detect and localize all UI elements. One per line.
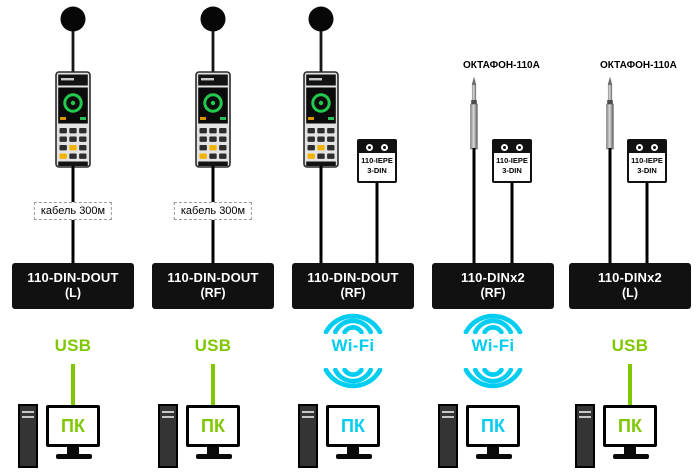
pc-label: ПК	[341, 416, 365, 436]
pc-monitor: ПК	[186, 405, 240, 447]
meter-cable-line	[319, 166, 323, 263]
din-box-title: 110-DINx2	[598, 270, 662, 285]
pc-label: ПК	[481, 416, 505, 436]
iepe-cable-line	[375, 182, 379, 263]
pc-monitor: ПК	[46, 405, 100, 447]
monitor-base	[196, 454, 232, 459]
dinx2-box: 110-DINx2 (L)	[569, 263, 691, 309]
sound-level-meter-icon	[51, 6, 95, 171]
pc-icon: ПК	[438, 402, 526, 474]
column-5: ОКТАФОН-110А 110-IEPE 3-DIN 110-DINx2 (L…	[562, 0, 698, 475]
pc-tower	[575, 404, 595, 468]
connector-icon	[636, 143, 644, 151]
usb-cable-line	[71, 364, 75, 406]
monitor-stand	[207, 447, 219, 454]
pc-icon: ПК	[298, 402, 386, 474]
monitor-base	[476, 454, 512, 459]
cable-length-label: кабель 300м	[33, 202, 113, 220]
iepe-label-line2: 3-DIN	[637, 165, 657, 175]
column-4: ОКТАФОН-110А 110-IEPE 3-DIN 110-DINx2 (R…	[425, 0, 561, 475]
monitor-stand	[487, 447, 499, 454]
iepe-cable-line	[510, 182, 514, 263]
iepe-connectors	[494, 141, 530, 153]
connector-icon	[650, 143, 658, 151]
wifi-signal-icon	[318, 306, 388, 334]
microphone-model-label: ОКТАФОН-110А	[600, 60, 677, 71]
pc-monitor: ПК	[466, 405, 520, 447]
monitor-base	[336, 454, 372, 459]
pc-label: ПК	[618, 416, 642, 436]
measurement-microphone-icon	[604, 76, 616, 150]
pc-tower	[158, 404, 178, 468]
din-box-variant: (RF)	[200, 286, 226, 300]
sound-level-meter-icon	[191, 6, 235, 171]
din-box-variant: (L)	[622, 286, 638, 300]
pc-label: ПК	[201, 416, 225, 436]
wifi-label: Wi-Fi	[471, 336, 515, 355]
pc-tower	[18, 404, 38, 468]
wifi-signal-icon	[458, 368, 528, 396]
microphone-model-label: ОКТАФОН-110А	[463, 60, 540, 71]
connector-icon	[501, 143, 509, 151]
iepe-label-line2: 3-DIN	[502, 165, 522, 175]
iepe-module: 110-IEPE 3-DIN	[357, 139, 397, 183]
wifi-signal-icon	[458, 306, 528, 334]
iepe-label: 110-IEPE 3-DIN	[359, 153, 395, 176]
wifi-signal-icon	[318, 368, 388, 396]
sound-level-meter-icon	[299, 6, 343, 171]
pc-label: ПК	[61, 416, 85, 436]
wifi-label: Wi-Fi	[331, 336, 375, 355]
iepe-label-line1: 110-IEPE	[631, 156, 663, 165]
iepe-module: 110-IEPE 3-DIN	[492, 139, 532, 183]
pc-icon: ПК	[158, 402, 246, 474]
pc-icon: ПК	[575, 402, 663, 474]
column-1: кабель 300м 110-DIN-DOUT (L) USB ПК	[5, 0, 141, 475]
iepe-label-line1: 110-IEPE	[496, 156, 528, 165]
measurement-microphone-icon	[468, 76, 480, 150]
connector-icon	[366, 143, 374, 151]
din-box-title: 110-DIN-DOUT	[27, 270, 119, 285]
din-dout-box: 110-DIN-DOUT (RF)	[152, 263, 274, 309]
dinx2-box: 110-DINx2 (RF)	[432, 263, 554, 309]
monitor-base	[56, 454, 92, 459]
monitor-stand	[347, 447, 359, 454]
column-2: кабель 300м 110-DIN-DOUT (RF) USB ПК	[145, 0, 281, 475]
iepe-label: 110-IEPE 3-DIN	[629, 153, 665, 176]
mic-cable-line	[608, 148, 612, 263]
usb-label: USB	[194, 336, 232, 355]
iepe-cable-line	[645, 182, 649, 263]
din-box-title: 110-DIN-DOUT	[167, 270, 259, 285]
iepe-label-line1: 110-IEPE	[361, 156, 393, 165]
iepe-label-line2: 3-DIN	[367, 165, 387, 175]
pc-monitor: ПК	[603, 405, 657, 447]
usb-cable-line	[211, 364, 215, 406]
iepe-connectors	[629, 141, 665, 153]
usb-cable-line	[628, 364, 632, 406]
din-dout-box: 110-DIN-DOUT (L)	[12, 263, 134, 309]
iepe-label: 110-IEPE 3-DIN	[494, 153, 530, 176]
din-box-variant: (RF)	[480, 286, 506, 300]
usb-label: USB	[54, 336, 92, 355]
iepe-module: 110-IEPE 3-DIN	[627, 139, 667, 183]
din-box-variant: (RF)	[340, 286, 366, 300]
usb-label: USB	[611, 336, 649, 355]
connector-icon	[380, 143, 388, 151]
monitor-stand	[624, 447, 636, 454]
pc-icon: ПК	[18, 402, 106, 474]
column-3: 110-IEPE 3-DIN 110-DIN-DOUT (RF) Wi-Fi П…	[285, 0, 421, 475]
din-box-variant: (L)	[65, 286, 81, 300]
pc-tower	[298, 404, 318, 468]
din-box-title: 110-DIN-DOUT	[307, 270, 399, 285]
monitor-base	[613, 454, 649, 459]
connector-icon	[515, 143, 523, 151]
pc-tower	[438, 404, 458, 468]
din-dout-box: 110-DIN-DOUT (RF)	[292, 263, 414, 309]
monitor-stand	[67, 447, 79, 454]
pc-monitor: ПК	[326, 405, 380, 447]
iepe-connectors	[359, 141, 395, 153]
mic-cable-line	[472, 148, 476, 263]
din-box-title: 110-DINx2	[461, 270, 525, 285]
cable-length-label: кабель 300м	[173, 202, 253, 220]
